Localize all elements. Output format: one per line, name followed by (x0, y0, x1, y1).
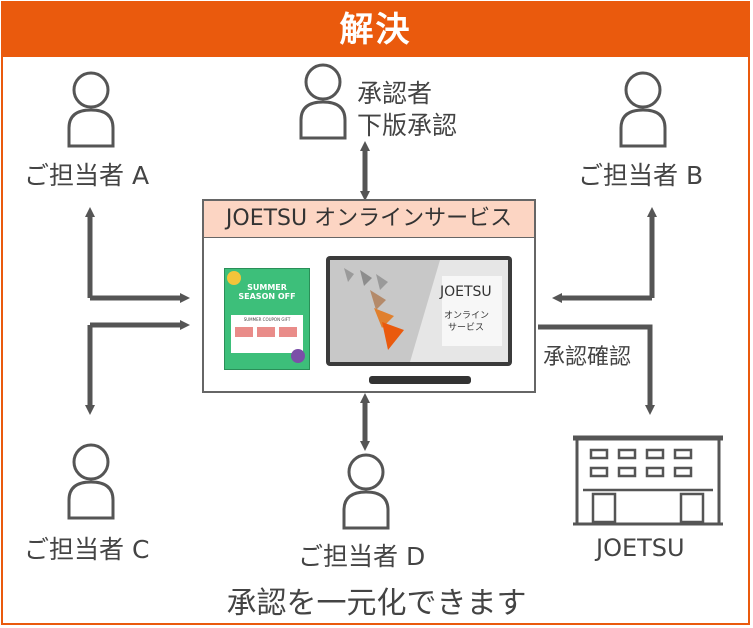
monitor-stand (369, 376, 471, 384)
person-c-icon (67, 443, 115, 520)
building-icon (573, 435, 723, 526)
header-title: 解決 (3, 3, 748, 57)
screen-text-line1: オンライン (444, 311, 490, 321)
person-b-label: ご担当者 B (578, 161, 704, 190)
person-a-icon (67, 71, 115, 148)
approval-check-label: 承認確認 (543, 345, 632, 370)
service-panel: SUMMER SEASON OFF SUMMER COUPON GIFT JOE… (202, 238, 536, 393)
monitor-screen: JOETSU オンライン サービス (326, 256, 512, 366)
person-d-icon (342, 453, 390, 530)
flyer-leaf-right (291, 349, 305, 363)
person-b-icon (619, 71, 667, 148)
approver-label-line2: 下版承認 (357, 111, 458, 140)
service-title: JOETSU オンラインサービス (202, 199, 536, 239)
flyer-thumbnail: SUMMER SEASON OFF SUMMER COUPON GIFT (224, 268, 310, 370)
approver-label-line1: 承認者 (357, 79, 433, 108)
screen-text-line2: サービス (448, 323, 485, 333)
monitor-art (330, 260, 508, 362)
flyer-coupon-2 (257, 327, 275, 337)
person-c-label: ご担当者 C (24, 535, 150, 564)
approver-icon (299, 63, 347, 140)
flyer-coupon-3 (279, 327, 297, 337)
flyer-title: SUMMER SEASON OFF (238, 283, 296, 301)
flyer-footer: SUMMER COUPON GIFT (243, 317, 291, 322)
arrow-to-company (538, 324, 655, 415)
footer-caption: 承認を一元化できます (226, 586, 527, 621)
person-a-label: ご担当者 A (24, 161, 150, 190)
flyer-coupon-1 (235, 327, 253, 337)
person-d-label: ご担当者 D (298, 542, 426, 571)
screen-logo: JOETSU (440, 284, 492, 300)
flyer-leaf-left (227, 271, 241, 285)
company-label: JOETSU (596, 534, 685, 562)
